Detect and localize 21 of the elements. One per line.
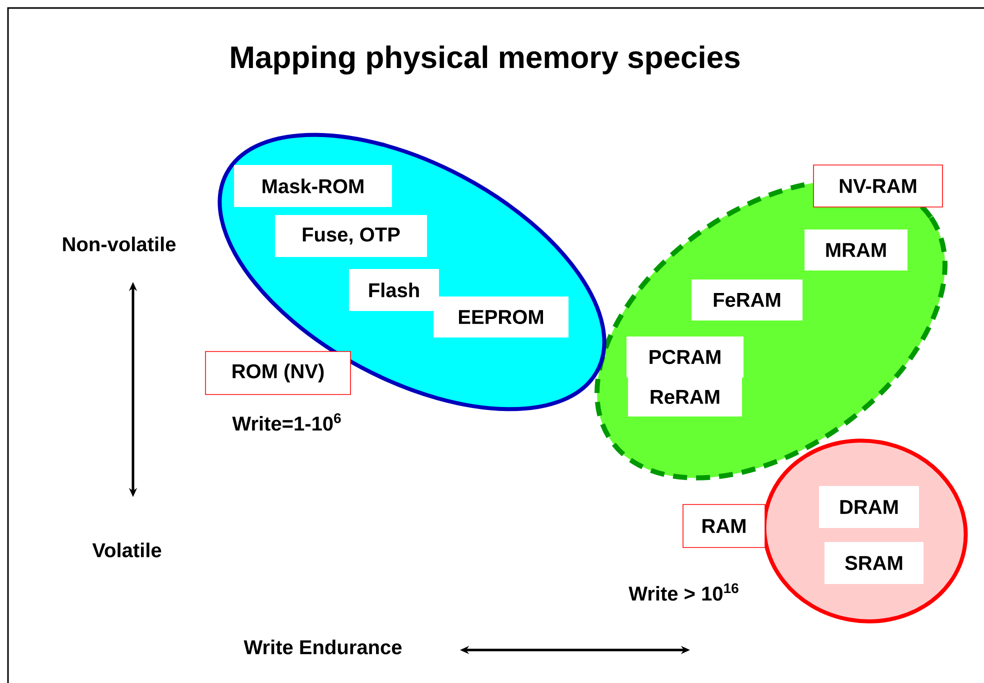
memory-label-box: EEPROM <box>434 296 568 338</box>
node-label: PCRAM <box>650 350 720 364</box>
axis-label: Write=1-10$^{6}$ <box>232 413 341 431</box>
memory-label-box: PCRAM <box>626 336 744 378</box>
title: Mapping physical memory species <box>231 45 740 74</box>
axis-label: Write Endurance <box>244 640 402 654</box>
category-label-box: RAM <box>682 504 766 548</box>
memory-label-box: Mask-ROM <box>234 165 392 207</box>
memory-label-box: Fuse, OTP <box>275 215 427 257</box>
memory-label-box: DRAM <box>819 486 919 528</box>
memory-label-box: Flash <box>349 269 439 311</box>
axis-label: Volatile <box>92 542 162 558</box>
memory-label-box: ReRAM <box>628 378 742 416</box>
memory-label-box: MRAM <box>804 230 908 270</box>
axis-label: Non-volatile <box>63 236 176 252</box>
memory-label-box: FeRAM <box>692 280 802 320</box>
category-label-box: ROM (NV) <box>205 351 351 395</box>
memory-label-box: SRAM <box>824 542 924 584</box>
category-label-box: NV-RAM <box>813 164 943 208</box>
node-label: ReRAM <box>650 390 720 404</box>
axis-label: Write > 10$^{16}$ <box>628 583 738 601</box>
